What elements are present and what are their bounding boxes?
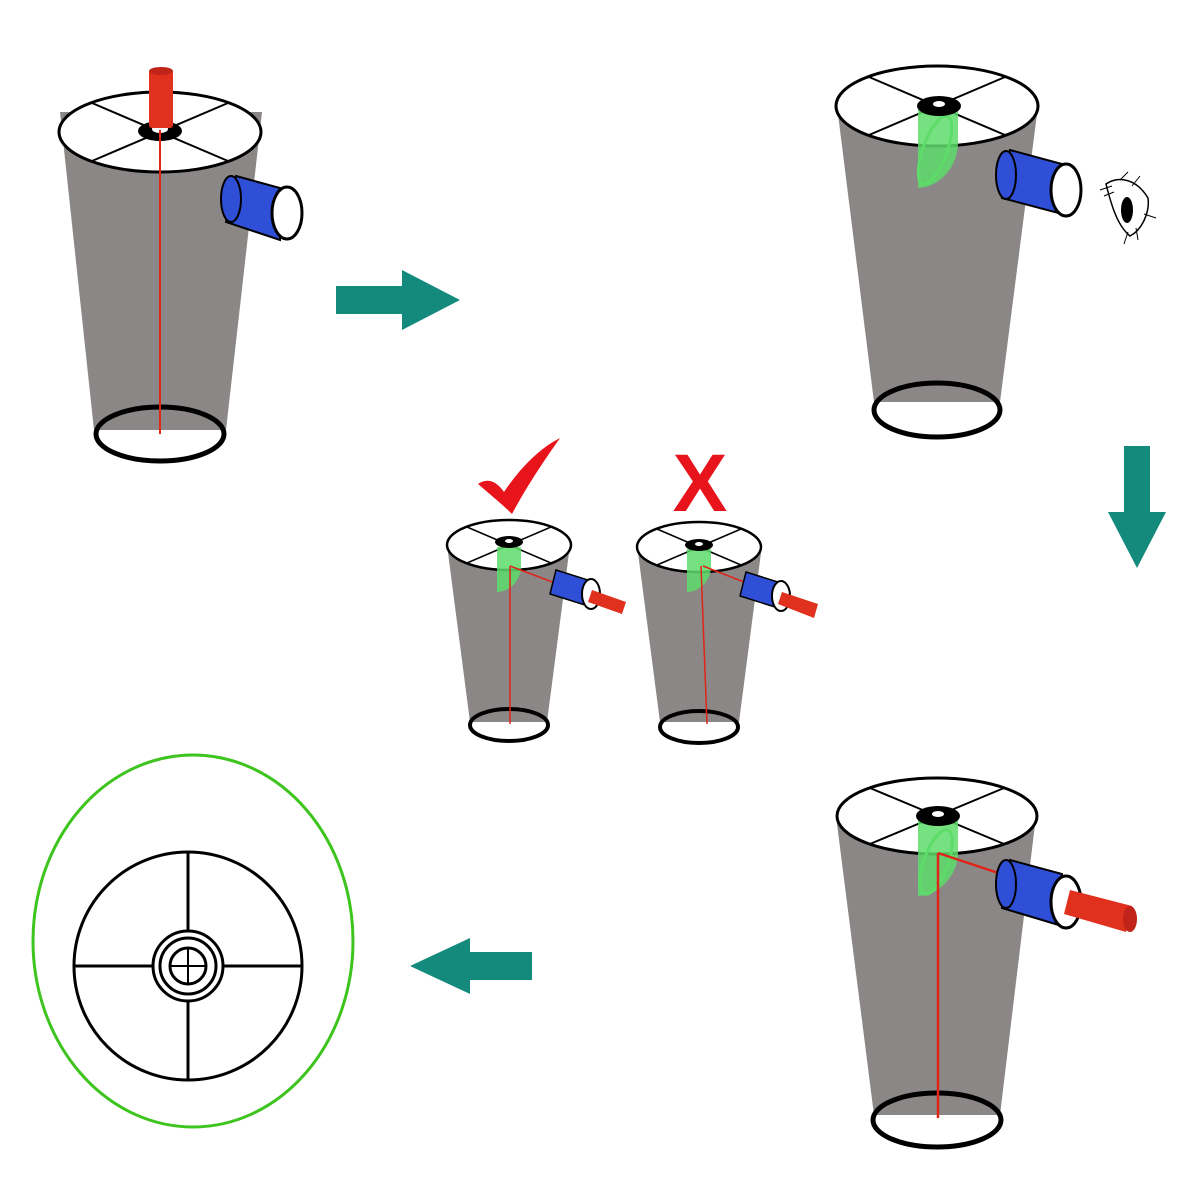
secondary-mirror-center (932, 811, 944, 817)
secondary-mirror-center (933, 101, 945, 107)
tube-body (836, 816, 1036, 1115)
arrow-icon (1108, 446, 1166, 568)
tube-bottom-rim (658, 709, 740, 745)
step-1-tube (57, 67, 304, 464)
secondary-mirror-center (695, 542, 703, 546)
laser-collimator (149, 70, 173, 128)
incorrect-alignment-tube (635, 520, 818, 745)
secondary-mirror-edge (918, 828, 954, 896)
focuser-opening (1049, 162, 1083, 218)
tube-body (837, 106, 1038, 402)
tube-body (637, 545, 762, 722)
secondary-holder-reflection (687, 549, 711, 592)
laser-end (1123, 906, 1137, 932)
laser-collimator (778, 592, 818, 618)
step-3-tube (835, 776, 1137, 1150)
tube-bottom-rim (871, 380, 1003, 440)
center-ring-inner (158, 936, 218, 996)
secondary-mirror-edge (916, 114, 954, 186)
laser-top (149, 67, 173, 75)
tube-body (447, 545, 570, 722)
laser-beam-misaligned (700, 565, 708, 725)
cross-icon: X (673, 438, 728, 529)
eye-icon (1099, 171, 1157, 245)
arrow-icon (336, 270, 460, 330)
checkmark-icon (478, 438, 560, 514)
secondary-mirror-center (505, 539, 513, 543)
result-view (31, 753, 355, 1129)
focuser-base (220, 175, 242, 223)
focuser-base (995, 859, 1017, 909)
secondary-holder-reflection (497, 547, 521, 592)
focuser-base (995, 150, 1017, 200)
step-2-tube (834, 64, 1083, 440)
laser-collimator (588, 590, 626, 614)
tube-bottom-rim (468, 707, 550, 743)
secondary-holder-reflection (918, 110, 958, 188)
result-ring (31, 753, 355, 1129)
laser-collimator (1064, 890, 1132, 932)
correct-alignment-tube (445, 518, 626, 743)
arrow-icon (410, 938, 532, 994)
focuser-opening (270, 185, 304, 241)
